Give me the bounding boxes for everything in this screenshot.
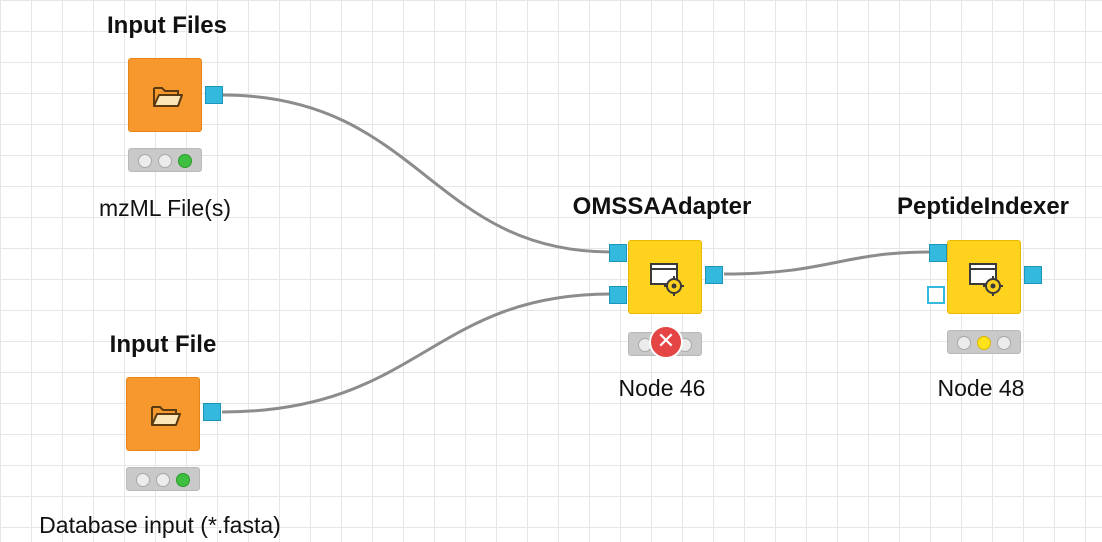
status-lamp-yellow-off <box>156 473 170 487</box>
connection-omssa-to-peptideindexer[interactable] <box>723 250 932 276</box>
node-title: Input File <box>109 331 217 358</box>
node-icon[interactable] <box>128 58 202 132</box>
connection-input-files-to-omssa[interactable] <box>221 93 612 254</box>
node-label[interactable]: mzML File(s) <box>98 195 232 221</box>
connection-input-file-to-omssa[interactable] <box>221 292 612 414</box>
output-port[interactable] <box>205 86 223 104</box>
output-port[interactable] <box>203 403 221 421</box>
status-lamp-red-off <box>138 154 152 168</box>
input-port-2[interactable] <box>609 286 627 304</box>
node-icon[interactable] <box>947 240 1021 314</box>
input-port-1[interactable] <box>609 244 627 262</box>
output-port[interactable] <box>1024 266 1042 284</box>
node-label[interactable]: Database input (*.fasta) <box>39 512 281 538</box>
status-lamp-yellow-on <box>977 336 991 350</box>
status-traffic-light: ✕ <box>628 325 702 359</box>
status-lamp-red-off <box>136 473 150 487</box>
folder-open-icon <box>153 87 183 107</box>
node-label[interactable]: Node 48 <box>937 375 1025 401</box>
status-lamp-green-off <box>997 336 1011 350</box>
folder-open-icon <box>151 406 181 426</box>
node-icon[interactable] <box>628 240 702 314</box>
status-lamp-green-on <box>176 473 190 487</box>
status-traffic-light <box>126 467 200 491</box>
node-icon[interactable] <box>126 377 200 451</box>
status-lamp-red-off <box>957 336 971 350</box>
status-traffic-light <box>128 148 202 172</box>
status-traffic-light <box>947 330 1021 354</box>
status-lamp-green-on <box>178 154 192 168</box>
node-label[interactable]: Node 46 <box>618 375 706 401</box>
error-icon: ✕ <box>649 325 683 359</box>
output-port[interactable] <box>705 266 723 284</box>
node-title: OMSSAAdapter <box>572 193 752 220</box>
node-title: PeptideIndexer <box>896 193 1070 220</box>
window-gear-icon <box>650 263 684 296</box>
status-lamp-yellow-off <box>158 154 172 168</box>
window-gear-icon <box>969 263 1003 296</box>
node-title: Input Files <box>107 12 227 39</box>
optional-input-port[interactable] <box>927 286 945 304</box>
input-port-1[interactable] <box>929 244 947 262</box>
